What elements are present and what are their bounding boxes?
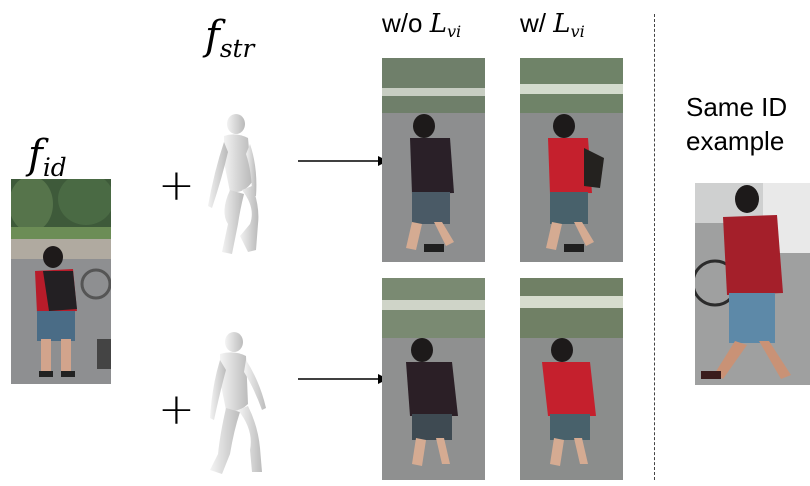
with-prefix: w/ (520, 8, 554, 38)
body-mesh-bottom (200, 330, 275, 484)
f-str-subscript: str (219, 33, 255, 63)
column-header-with-lvi: w/ Lvi (520, 8, 585, 42)
with-L: L (553, 9, 571, 39)
arrow-bottom (298, 374, 388, 384)
f-str-label: fstr (205, 13, 254, 63)
generated-without-lvi-bottom (382, 278, 485, 480)
without-L: L (429, 9, 447, 39)
with-sub: vi (570, 22, 585, 42)
plus-sign-bottom: + (158, 384, 195, 435)
same-id-example-label: Same ID example (686, 90, 787, 158)
f-str-symbol: f (205, 13, 220, 59)
same-id-example-photo (695, 183, 810, 385)
identity-source-photo (11, 179, 111, 384)
generated-with-lvi-top (520, 58, 623, 262)
f-id-label: fid (28, 132, 67, 182)
generated-without-lvi-top (382, 58, 485, 262)
without-sub: vi (446, 22, 462, 42)
generated-with-lvi-bottom (520, 278, 623, 480)
f-id-subscript: id (42, 152, 67, 182)
f-id-symbol: f (28, 132, 43, 178)
same-id-line1: Same ID (686, 92, 788, 122)
body-mesh-top (200, 112, 270, 266)
column-header-without-lvi: w/o Lvi (382, 8, 462, 42)
plus-sign-top: + (158, 160, 195, 211)
without-prefix: w/o (382, 8, 430, 38)
arrow-top (298, 156, 388, 166)
same-id-line2: example (686, 126, 785, 156)
dashed-separator (654, 14, 655, 480)
